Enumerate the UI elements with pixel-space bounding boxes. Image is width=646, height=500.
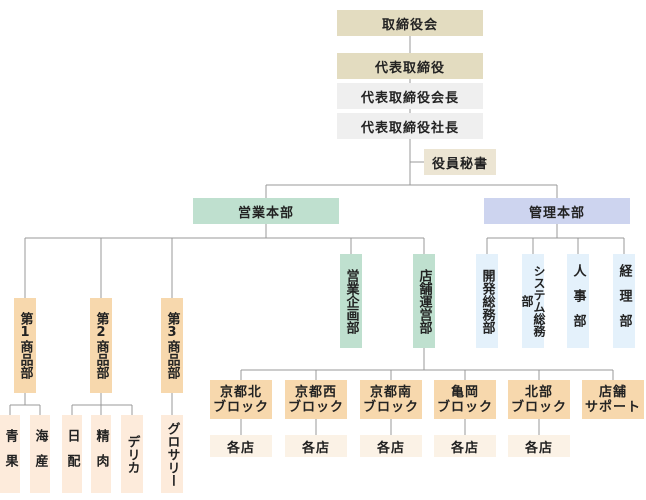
product-sub-grocery: グロサリー	[161, 415, 183, 493]
admin-dept-development: 開発総務部	[476, 254, 498, 348]
block-store-support: 店舗 サポート	[582, 380, 644, 419]
stores-kyoto-south: 各店	[360, 435, 422, 457]
block-kyoto-west: 京都西 ブロック	[285, 380, 347, 419]
president-box: 代表取締役社長	[337, 113, 483, 139]
product-dept-1: 第1商品部	[14, 298, 36, 393]
sales-planning-box: 営業企画部	[340, 254, 362, 348]
rep-director-box: 代表取締役	[337, 53, 483, 79]
admin-dept-system: システム総務部	[520, 254, 546, 348]
admin-dept-hr: 人事部	[567, 254, 589, 348]
block-kameoka: 亀岡 ブロック	[434, 380, 496, 419]
product-sub-deli: デリカ	[121, 415, 143, 493]
sales-hq-box: 営業本部	[193, 198, 339, 224]
product-dept-3: 第3商品部	[161, 298, 183, 393]
product-dept-2: 第2商品部	[90, 298, 112, 393]
store-ops-box: 店舗運営部	[413, 254, 435, 348]
stores-kameoka: 各店	[434, 435, 496, 457]
admin-hq-box: 管理本部	[484, 198, 630, 224]
stores-hokubu: 各店	[508, 435, 570, 457]
product-sub-meat: 精肉	[91, 415, 111, 493]
board-box: 取締役会	[337, 10, 483, 36]
block-kyoto-north: 京都北 ブロック	[210, 380, 272, 419]
stores-kyoto-north: 各店	[210, 435, 272, 457]
product-sub-seafood: 海産	[30, 415, 50, 493]
product-sub-produce: 青果	[0, 415, 20, 493]
chairman-box: 代表取締役会長	[337, 83, 483, 109]
block-hokubu: 北部 ブロック	[508, 380, 570, 419]
product-sub-daily: 日配	[62, 415, 82, 493]
stores-kyoto-west: 各店	[285, 435, 347, 457]
secretary-box: 役員秘書	[424, 149, 496, 175]
admin-dept-accounting: 経理部	[613, 254, 635, 348]
block-kyoto-south: 京都南 ブロック	[360, 380, 422, 419]
